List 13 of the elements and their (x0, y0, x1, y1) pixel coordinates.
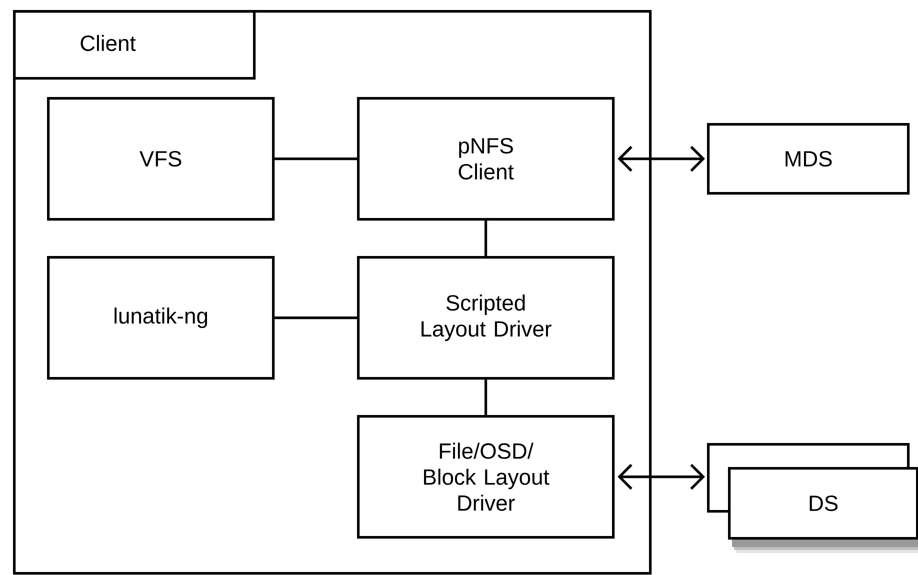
arrow (618, 146, 705, 172)
connector-line (274, 157, 357, 160)
connector-line (484, 380, 488, 415)
process-box: Scripted Layout Driver (357, 256, 615, 380)
process-box: VFS (47, 97, 275, 221)
process-box: pNFS Client (357, 97, 615, 221)
connector-line (484, 220, 488, 256)
connector-line (274, 316, 357, 320)
process-box: lunatik-ng (47, 256, 275, 380)
arrow (618, 464, 705, 490)
server-box: MDS (707, 123, 910, 195)
server-box: DS (728, 466, 918, 553)
process-box: File/OSD/ Block Layout Driver (357, 414, 615, 539)
